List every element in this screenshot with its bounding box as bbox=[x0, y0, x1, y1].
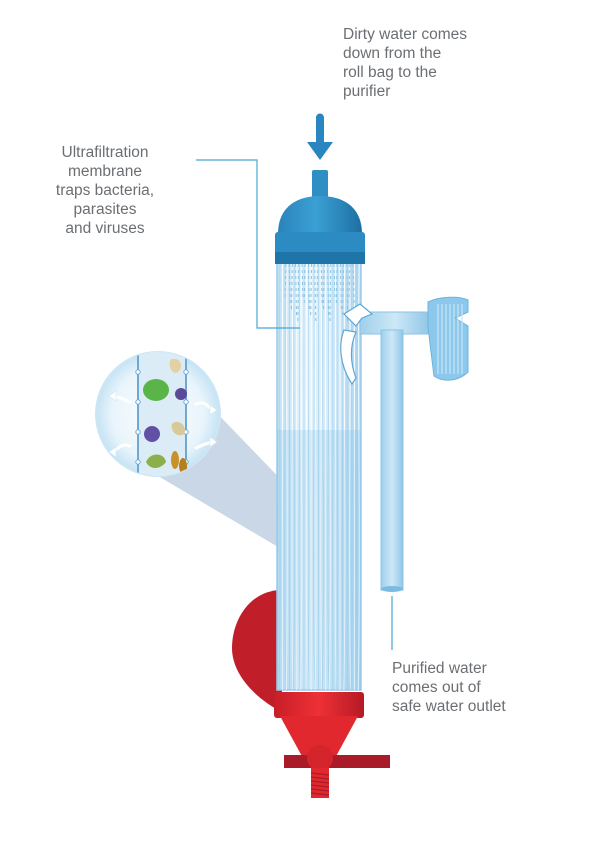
bottom-crossbar bbox=[284, 755, 390, 768]
spray-drop bbox=[301, 263, 304, 301]
membrane-fiber bbox=[336, 262, 339, 690]
membrane-pores bbox=[135, 369, 189, 465]
pore bbox=[135, 459, 141, 465]
outlet-pipe-end bbox=[381, 586, 403, 592]
spout-thread bbox=[310, 788, 330, 792]
bottom-funnel bbox=[280, 716, 358, 760]
spray-drop bbox=[335, 263, 338, 307]
spray-drop bbox=[348, 263, 351, 301]
membrane-fiber bbox=[284, 262, 287, 690]
flow-arrowhead-icon bbox=[108, 390, 117, 402]
membrane-fiber bbox=[313, 262, 315, 690]
membrane-fiber bbox=[327, 262, 330, 690]
parasite-icon bbox=[143, 379, 169, 401]
flow-arrowhead-icon bbox=[209, 436, 218, 448]
leaf-parasite-icon bbox=[146, 454, 166, 468]
pore bbox=[135, 429, 141, 435]
virus-icon bbox=[175, 388, 187, 400]
membrane-fiber bbox=[341, 262, 344, 690]
inflow-arrow-icon bbox=[307, 113, 333, 160]
magnified-view bbox=[135, 352, 189, 476]
spout-thread bbox=[310, 772, 330, 776]
spray-drop bbox=[333, 263, 336, 301]
water-pass-arrows bbox=[108, 390, 218, 458]
bacteria-icon bbox=[171, 451, 179, 469]
membrane-fiber bbox=[314, 262, 317, 690]
membrane-fiber bbox=[278, 262, 281, 690]
spray-drop bbox=[329, 263, 332, 325]
flow-turn-arrow-icon bbox=[340, 303, 374, 386]
spray-drop bbox=[307, 263, 310, 313]
inlet-nozzle bbox=[312, 170, 328, 200]
spout-threads bbox=[310, 772, 330, 796]
cyst-icon bbox=[169, 358, 182, 373]
red-bulb bbox=[232, 590, 282, 712]
flow-arrowhead-icon bbox=[108, 446, 117, 458]
spout-thread bbox=[310, 780, 330, 784]
pore bbox=[135, 399, 141, 405]
pore bbox=[183, 399, 189, 405]
spray-drop bbox=[322, 263, 325, 313]
bottom-cap-band bbox=[274, 692, 364, 718]
valve-ribs bbox=[437, 304, 463, 374]
spray-drop bbox=[352, 263, 355, 307]
cyst-icon bbox=[171, 421, 185, 436]
membrane-fiber bbox=[285, 262, 288, 690]
spout-thread bbox=[310, 792, 330, 796]
top-cap bbox=[278, 196, 362, 234]
spray-drop bbox=[320, 263, 323, 307]
spout-thread bbox=[310, 784, 330, 788]
spray-drop bbox=[339, 263, 342, 313]
membrane-fiber bbox=[334, 262, 337, 690]
membrane-fiber bbox=[343, 262, 346, 690]
pore bbox=[183, 369, 189, 375]
top-cap-band-shade bbox=[275, 252, 365, 264]
leader-line-membrane bbox=[196, 159, 300, 329]
spray-drop bbox=[314, 263, 317, 325]
flow-arrowhead-icon bbox=[209, 404, 218, 416]
membrane-fiber bbox=[328, 262, 332, 690]
pore bbox=[135, 369, 141, 375]
label-dirty-water: Dirty water comes down from the roll bag… bbox=[343, 26, 468, 100]
spray-drop bbox=[290, 263, 293, 313]
spray-drop bbox=[297, 263, 300, 325]
spray-drop bbox=[288, 263, 291, 307]
outlet-pipe-vertical bbox=[380, 329, 404, 591]
membrane-fiber bbox=[307, 262, 310, 690]
spout-thread bbox=[310, 776, 330, 780]
tube-tint bbox=[277, 430, 361, 690]
membrane-fiber bbox=[321, 262, 324, 690]
spray-drop bbox=[316, 263, 319, 301]
label-membrane: Ultrafiltration membrane traps bacteria,… bbox=[55, 144, 155, 237]
membrane-fiber bbox=[305, 262, 308, 690]
water-spray bbox=[284, 263, 355, 325]
membrane-fiber bbox=[320, 262, 323, 690]
spray-drop bbox=[303, 263, 306, 307]
membrane-fiber bbox=[298, 262, 301, 690]
membrane-fiber bbox=[300, 262, 303, 690]
membrane-fiber bbox=[293, 262, 295, 690]
label-purified-water: Purified water comes out of safe water o… bbox=[392, 660, 506, 715]
membrane-fibers bbox=[278, 262, 360, 690]
virus-icon bbox=[144, 426, 160, 442]
bottom-valve bbox=[307, 745, 333, 771]
spray-drop bbox=[284, 263, 287, 301]
membrane-fiber bbox=[291, 262, 294, 690]
